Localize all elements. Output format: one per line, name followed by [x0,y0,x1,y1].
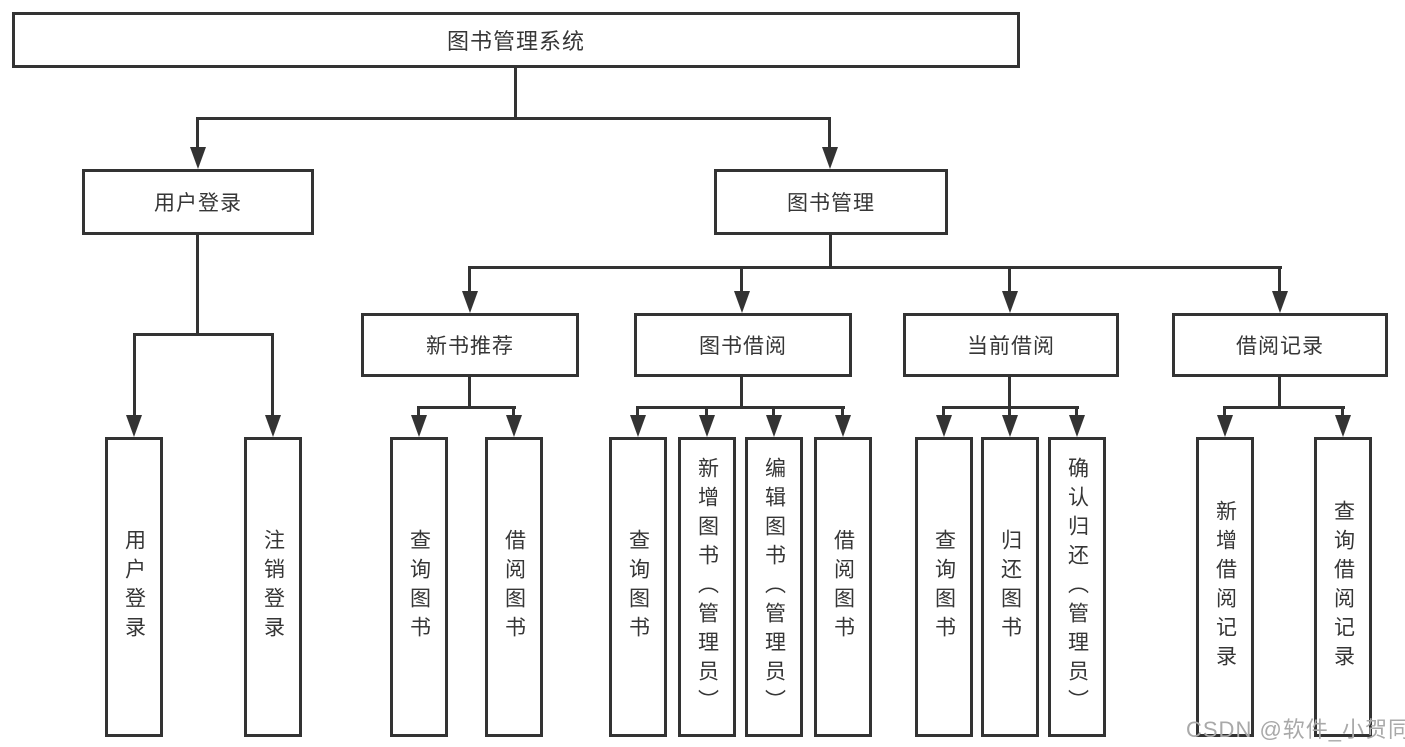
arrow-down-icon [630,415,646,437]
arrow-down-icon [265,415,281,437]
connector-section0-stem [468,377,471,407]
leaf-user-login: 用户登录 [105,437,163,737]
arrow-down-icon [190,147,206,169]
arrow-down-icon [766,415,782,437]
leaf-borrow-borrow-books: 借阅图书 [814,437,872,737]
connector-leaf-stem [636,406,639,416]
arrow-down-icon [1272,291,1288,313]
leaf-add-books-admin: 新增图书（管理员） [678,437,736,737]
node-label: 查询图书 [407,529,431,645]
arrow-down-icon [462,291,478,313]
connector-leaf-stem [942,406,945,416]
connector-user-login-stem [196,117,199,148]
node-label: 借阅图书 [831,529,855,645]
connector-root-stem [514,68,517,118]
connector-leaf-stem [841,406,844,416]
node-label: 借阅图书 [502,529,526,645]
node-book-management: 图书管理 [714,169,948,235]
connector-section-stem [468,266,471,291]
connector-leaf-stem [772,406,775,416]
connector-leaf-stem [417,406,420,416]
leaf-confirm-return-admin: 确认归还（管理员） [1048,437,1106,737]
connector-section1-bus [636,406,845,409]
connector-leaf-stem [1223,406,1226,416]
connector-section3-bus [1223,406,1345,409]
node-book-borrow: 图书借阅 [634,313,852,377]
connector-leaf-stem [705,406,708,416]
connector-section-stem [740,266,743,291]
node-user-login: 用户登录 [82,169,314,235]
arrow-down-icon [1002,415,1018,437]
node-label: 当前借阅 [967,335,1055,358]
arrow-down-icon [822,147,838,169]
arrow-down-icon [411,415,427,437]
connector-leaf-stem [512,406,515,416]
connector-section3-stem [1278,377,1281,407]
connector-leaf-stem [1008,406,1011,416]
connector-section0-bus [417,406,516,409]
leaf-current-query-books: 查询图书 [915,437,973,737]
node-label: 新增图书（管理员） [695,456,719,718]
connector-section-stem [1278,266,1281,291]
node-label: 图书借阅 [699,335,787,358]
arrow-down-icon [734,291,750,313]
node-label: 新增借阅记录 [1213,500,1237,674]
connector-section-stem [1008,266,1011,291]
leaf-logout-login: 注销登录 [244,437,302,737]
node-label: 查询图书 [932,529,956,645]
node-label: 查询图书 [626,529,650,645]
arrow-down-icon [835,415,851,437]
connector-mgmt-stem [829,235,832,268]
connector-leaf-stem [133,333,136,415]
arrow-down-icon [1002,291,1018,313]
leaf-edit-books-admin: 编辑图书（管理员） [745,437,803,737]
connector-leaf-stem [1341,406,1344,416]
node-label: 图书管理系统 [446,29,585,54]
arrow-down-icon [1335,415,1351,437]
leaf-return-books: 归还图书 [981,437,1039,737]
connector-user-branch-bus [133,333,274,336]
connector-root-bus [196,117,831,120]
connector-section1-stem [740,377,743,407]
arrow-down-icon [1217,415,1233,437]
connector-section2-stem [1008,377,1011,407]
node-label: 图书管理 [787,192,875,215]
leaf-newbooks-borrow-books: 借阅图书 [485,437,543,737]
node-label: 确认归还（管理员） [1065,456,1089,718]
leaf-borrow-query-books: 查询图书 [609,437,667,737]
node-label: 用户登录 [122,529,146,645]
node-borrow-records: 借阅记录 [1172,313,1388,377]
node-label: 查询借阅记录 [1331,500,1355,674]
leaf-add-borrow-record: 新增借阅记录 [1196,437,1254,737]
connector-book-mgmt-stem [828,117,831,148]
node-label: 归还图书 [998,529,1022,645]
arrow-down-icon [1069,415,1085,437]
node-label: 新书推荐 [426,335,514,358]
node-library-management-system: 图书管理系统 [12,12,1020,68]
node-current-borrow: 当前借阅 [903,313,1119,377]
node-label: 注销登录 [261,529,285,645]
connector-leaf-stem [271,333,274,415]
leaf-newbooks-query-books: 查询图书 [390,437,448,737]
connector-leaf-stem [1075,406,1078,416]
arrow-down-icon [506,415,522,437]
leaf-query-borrow-record: 查询借阅记录 [1314,437,1372,737]
connector-user-branch-stem [196,235,199,335]
watermark: CSDN @软件_小贺同学 [1186,717,1405,742]
node-label: 用户登录 [154,192,242,215]
node-label: 编辑图书（管理员） [762,456,786,718]
arrow-down-icon [699,415,715,437]
connector-mgmt-bus [468,266,1282,269]
arrow-down-icon [126,415,142,437]
node-label: 借阅记录 [1236,335,1324,358]
node-new-book-recommend: 新书推荐 [361,313,579,377]
arrow-down-icon [936,415,952,437]
